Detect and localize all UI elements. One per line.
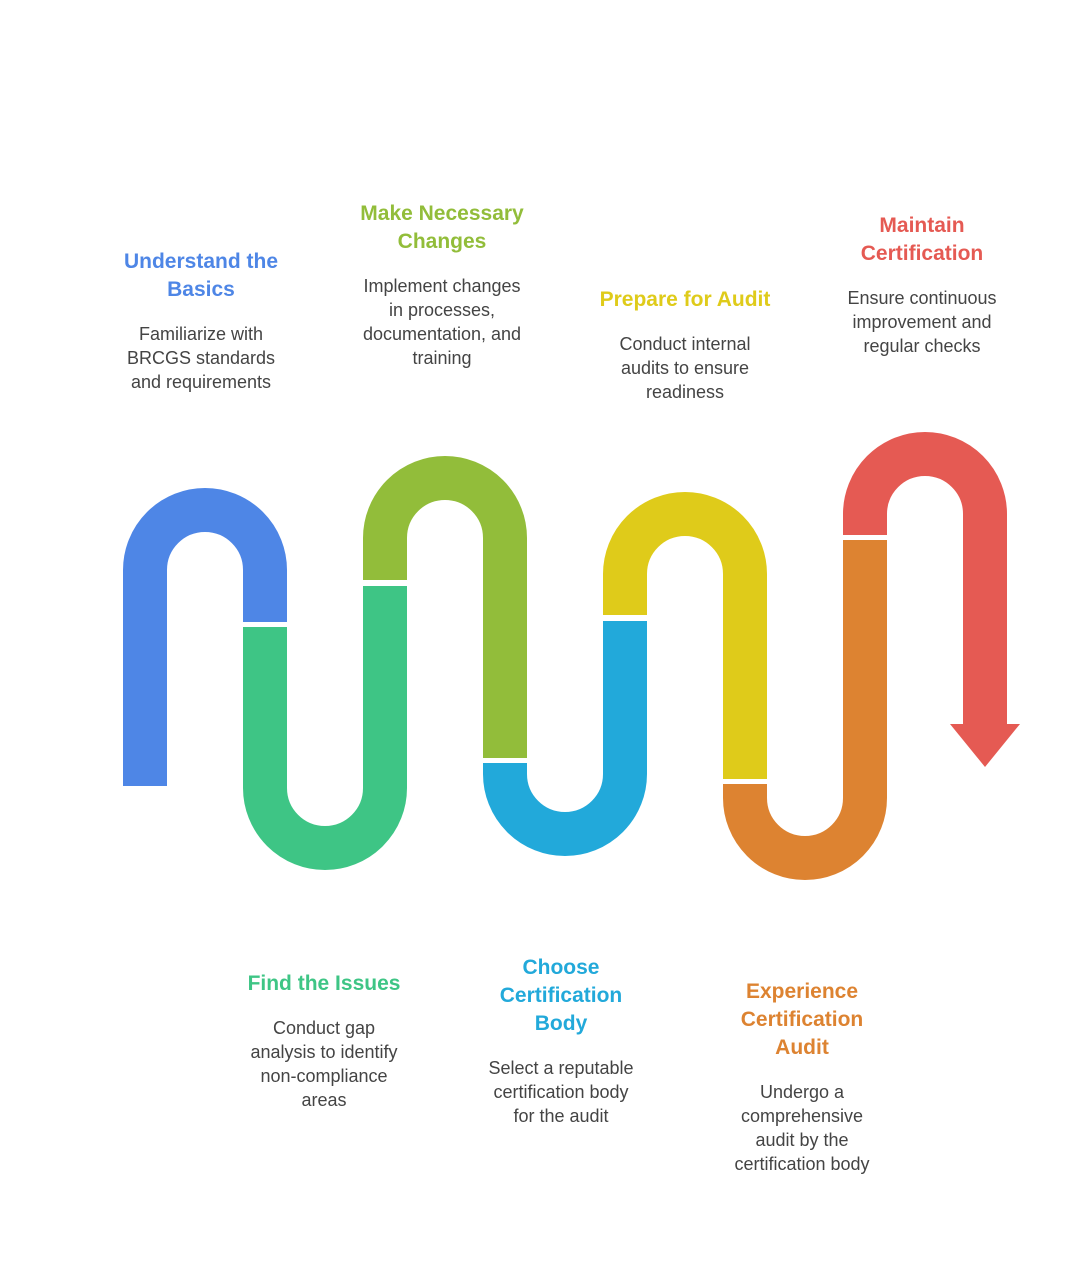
step-description: Implement changes in processes, document… — [362, 276, 522, 368]
step-title: Understand the Basics — [123, 250, 278, 301]
path-segment-experience-certification-audit — [723, 540, 887, 880]
step-understand-the-basics: Understand the Basics Familiarize with B… — [91, 248, 311, 394]
step-description: Familiarize with BRCGS standards and req… — [126, 324, 276, 392]
path-segment-choose-certification-body — [483, 621, 647, 856]
path-segment-understand-the-basics — [123, 488, 287, 786]
step-title: Make Necessary Changes — [360, 202, 524, 253]
step-choose-certification-body: Choose Certification Body Select a reput… — [451, 954, 671, 1128]
step-description: Select a reputable certification body fo… — [488, 1058, 634, 1126]
path-segment-make-necessary-changes — [363, 456, 527, 758]
step-description: Conduct gap analysis to identify non-com… — [250, 1018, 398, 1110]
path-segment-find-the-issues — [243, 586, 407, 870]
step-description: Ensure continuous improvement and regula… — [847, 288, 997, 356]
step-make-necessary-changes: Make Necessary Changes Implement changes… — [322, 200, 562, 370]
step-title: Maintain Certification — [860, 214, 984, 265]
path-segment-maintain-certification — [843, 432, 1007, 726]
step-description: Conduct internal audits to ensure readin… — [619, 334, 751, 402]
path-segment-prepare-for-audit — [603, 492, 767, 779]
step-prepare-for-audit: Prepare for Audit Conduct internal audit… — [565, 286, 805, 404]
step-title: Experience Certification Audit — [740, 980, 864, 1059]
step-title: Choose Certification Body — [499, 956, 623, 1035]
step-title: Find the Issues — [247, 972, 401, 995]
step-find-the-issues: Find the Issues Conduct gap analysis to … — [212, 970, 436, 1112]
step-experience-certification-audit: Experience Certification Audit Undergo a… — [691, 978, 913, 1176]
step-description: Undergo a comprehensive audit by the cer… — [734, 1082, 870, 1174]
step-title: Prepare for Audit — [599, 288, 771, 311]
step-maintain-certification: Maintain Certification Ensure continuous… — [811, 212, 1033, 358]
arrow-head-icon — [950, 724, 1020, 767]
